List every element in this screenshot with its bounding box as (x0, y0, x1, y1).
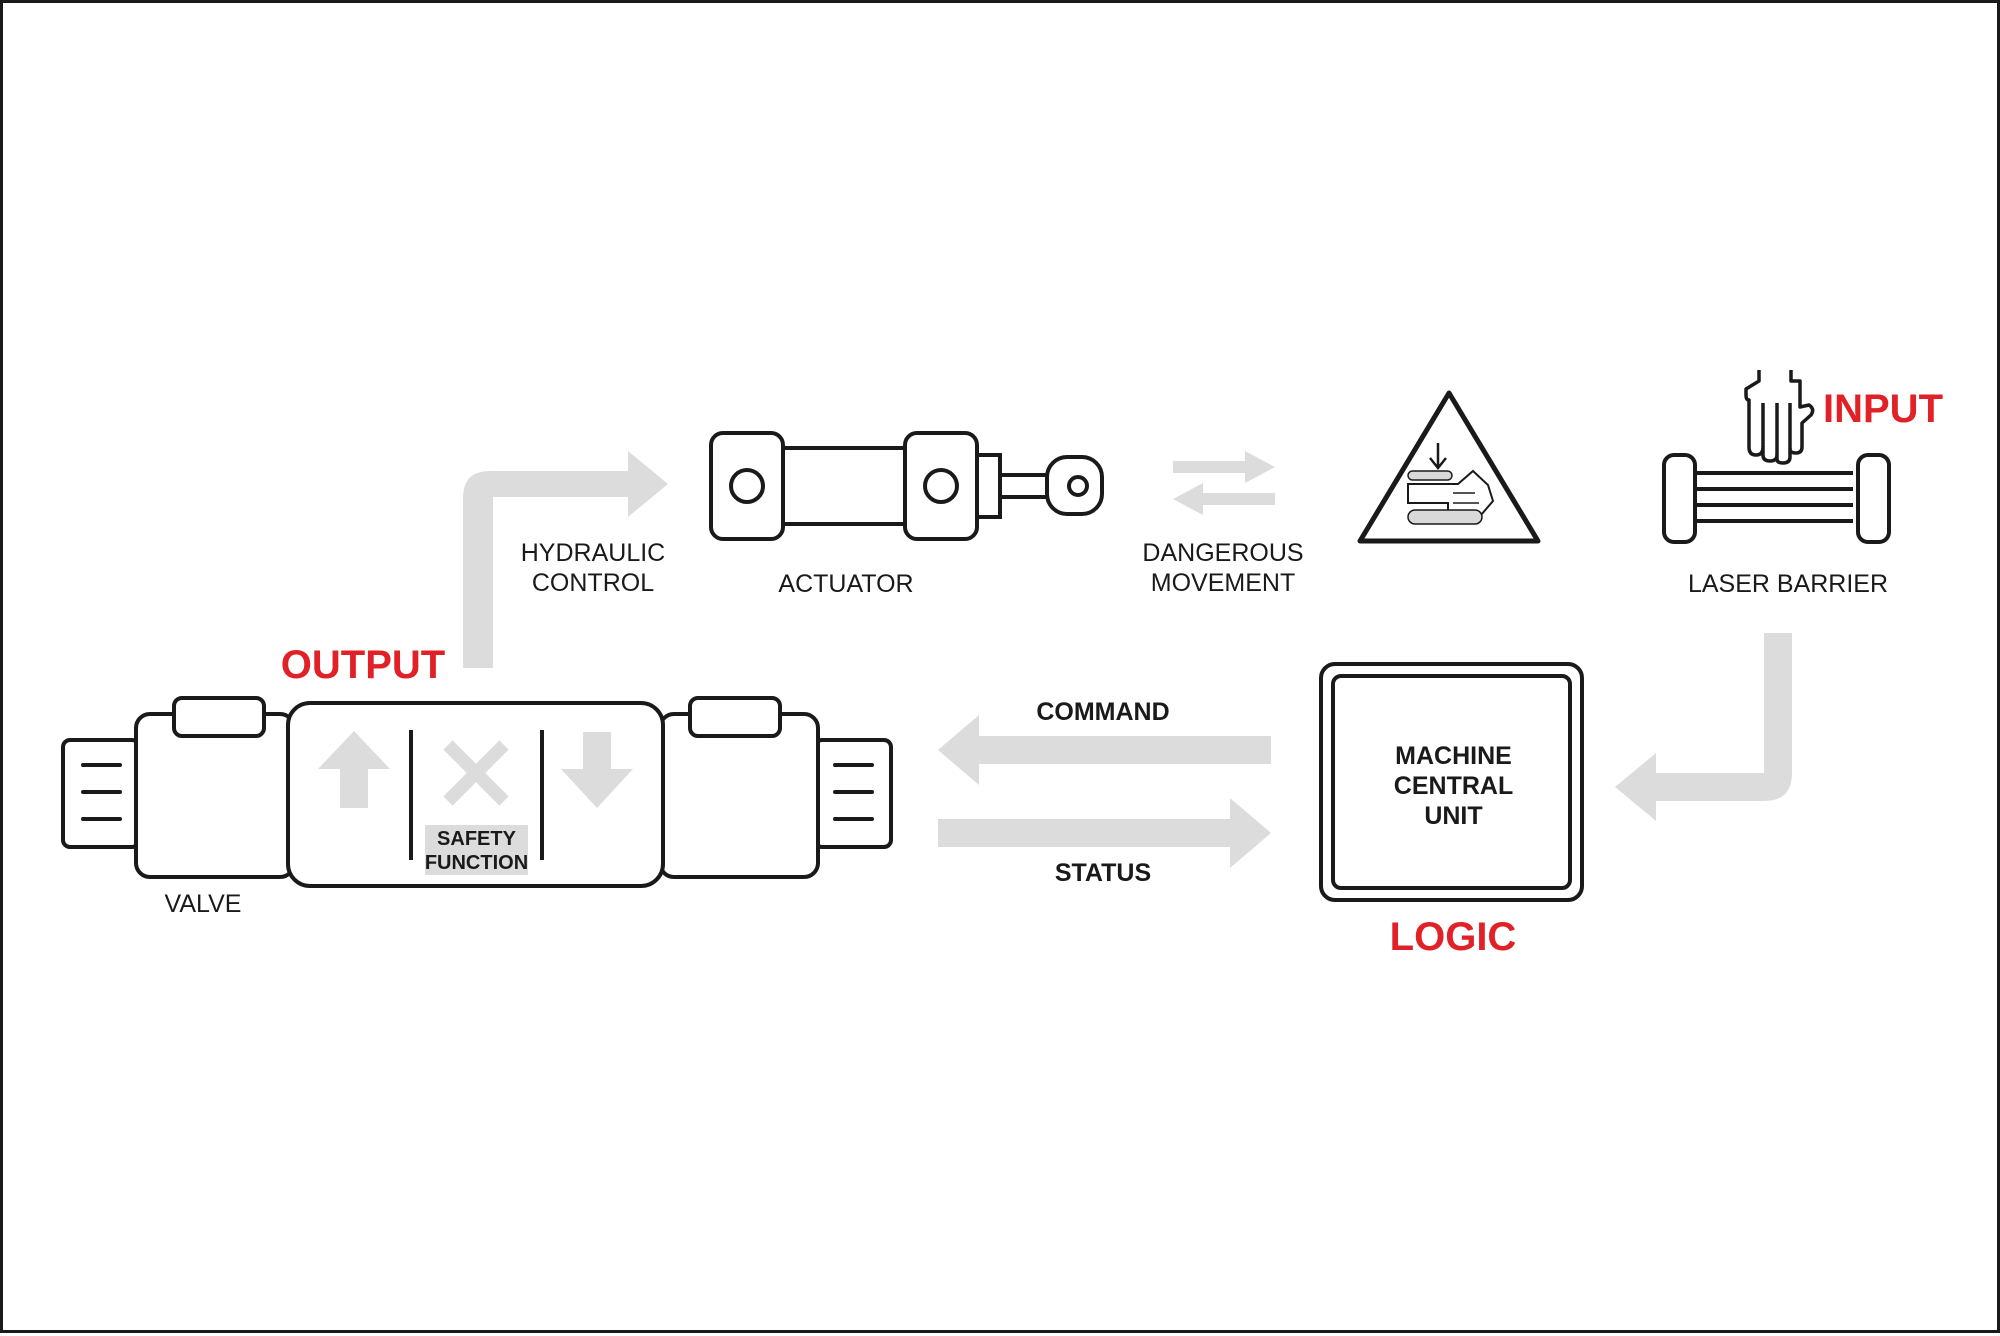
dangerous-movement-label-line-2: MOVEMENT (1150, 569, 1296, 597)
valve-left-solenoid (134, 712, 296, 879)
dangerous-movement-label-line-1: DANGEROUS (1142, 539, 1304, 567)
machine-central-unit-label-line-1: MACHINE (1395, 742, 1512, 770)
dangerous-movement-label: DANGEROUS MOVEMENT (1128, 538, 1318, 598)
machine-central-unit (1319, 662, 1584, 902)
arrow-down-icon (561, 732, 633, 808)
hand-icon (1744, 370, 1815, 465)
safety-function-label-line-1: SAFETY (437, 828, 516, 850)
hydraulic-control-label-line-2: CONTROL (531, 569, 655, 597)
valve (61, 696, 893, 888)
actuator-right-port (923, 468, 959, 504)
laser-left-post (1662, 453, 1697, 544)
valve-right-solenoid (658, 712, 820, 879)
crush-hazard-warning-icon (1357, 390, 1541, 544)
laser-to-logic-arrow (1615, 633, 1792, 821)
command-label: COMMAND (1036, 698, 1170, 726)
dangerous-movement-right-arrow (1173, 451, 1275, 483)
valve-dividers (409, 730, 544, 860)
command-arrow (938, 715, 1271, 785)
laser-barrier-label: LASER BARRIER (1687, 570, 1889, 598)
safety-loop-diagram (61, 370, 1891, 902)
output-stage-label: OUTPUT (280, 643, 446, 687)
valve-left-top-pad (172, 696, 266, 738)
safety-function-box (425, 825, 528, 875)
laser-barrier (1662, 453, 1891, 544)
valve-label: VALVE (164, 890, 242, 918)
status-label: STATUS (1054, 859, 1152, 887)
valve-cap-lines (81, 763, 874, 821)
laser-beams (1693, 471, 1853, 523)
safety-function-label: SAFETY FUNCTION (415, 827, 538, 875)
hydraulic-control-label-line-1: HYDRAULIC (520, 539, 666, 567)
hydraulic-control-label: HYDRAULIC CONTROL (503, 538, 683, 598)
logic-inner-box (1331, 674, 1572, 890)
actuator-barrel (773, 446, 915, 526)
machine-central-unit-label: MACHINE CENTRAL UNIT (1341, 741, 1566, 831)
safety-function-label-line-2: FUNCTION (424, 852, 529, 874)
logic-stage-label: LOGIC (1389, 915, 1517, 959)
arrow-up-icon (318, 731, 390, 808)
actuator-label: ACTUATOR (778, 570, 914, 598)
machine-central-unit-label-line-3: UNIT (1424, 802, 1483, 830)
valve-symbols (318, 731, 633, 875)
status-arrow (938, 798, 1271, 868)
flow-arrows (463, 451, 1792, 868)
actuator (709, 431, 1104, 541)
cross-icon (443, 740, 509, 806)
laser-right-post (1856, 453, 1891, 544)
dangerous-movement-left-arrow (1173, 483, 1275, 515)
actuator-left-port (729, 468, 765, 504)
hydraulic-control-arrow (463, 451, 668, 668)
valve-right-top-pad (688, 696, 782, 738)
actuator-rod-eye (1067, 475, 1089, 497)
input-stage-label: INPUT (1823, 387, 1943, 431)
valve-body (286, 701, 665, 888)
machine-central-unit-label-line-2: CENTRAL (1393, 772, 1514, 800)
